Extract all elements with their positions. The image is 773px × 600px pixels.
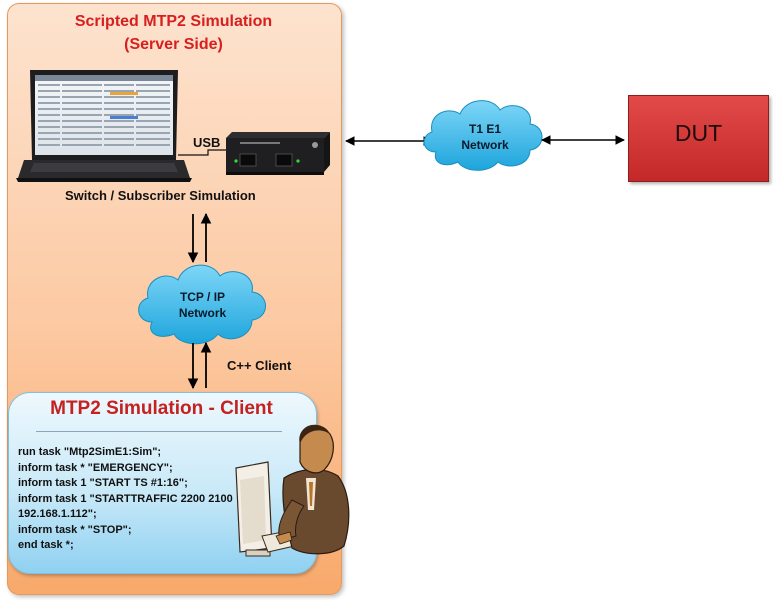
usb-label: USB: [193, 135, 221, 150]
tcp-ip-line2: Network: [178, 306, 227, 320]
t1-e1-line1: T1 E1: [468, 122, 501, 136]
script-line: inform task * "EMERGENCY";: [18, 461, 173, 474]
script-line: end task *;: [18, 539, 74, 551]
client-title: MTP2 Simulation - Client: [50, 398, 273, 419]
server-title-line1: Scripted MTP2 Simulation: [74, 13, 273, 30]
tcp-ip-cloud-icon: [138, 264, 266, 345]
client-script: run task "Mtp2SimE1:Sim"; inform task * …: [18, 445, 233, 554]
tcp-ip-cloud-label: TCP / IP Network: [155, 289, 250, 321]
usb-cable: [178, 149, 226, 156]
cpp-client-label: C++ Client: [227, 358, 292, 373]
script-line: inform task 1 "STARTTRAFFIC 2200 2100: [18, 492, 233, 505]
laptop-icon: [16, 70, 192, 182]
interface-device-icon: [226, 132, 330, 175]
t1-e1-cloud-label: T1 E1 Network: [440, 121, 530, 153]
server-side-title: Scripted MTP2 Simulation (Server Side): [7, 10, 340, 56]
script-line: inform task 1 "START TS #1:16";: [18, 477, 188, 489]
script-line: run task "Mtp2SimE1:Sim";: [18, 446, 162, 458]
switch-subscriber-label: Switch / Subscriber Simulation: [65, 188, 256, 203]
tcp-ip-line1: TCP / IP: [179, 290, 226, 304]
script-line: inform task * "STOP";: [18, 523, 132, 536]
t1-e1-line2: Network: [461, 138, 509, 152]
server-title-line2: (Server Side): [124, 36, 223, 53]
dut-box: [628, 95, 769, 182]
dut-label: DUT: [674, 120, 723, 146]
t1-e1-cloud-icon: [423, 100, 543, 171]
script-line: 192.168.1.112";: [18, 508, 97, 520]
client-divider: [36, 431, 282, 432]
